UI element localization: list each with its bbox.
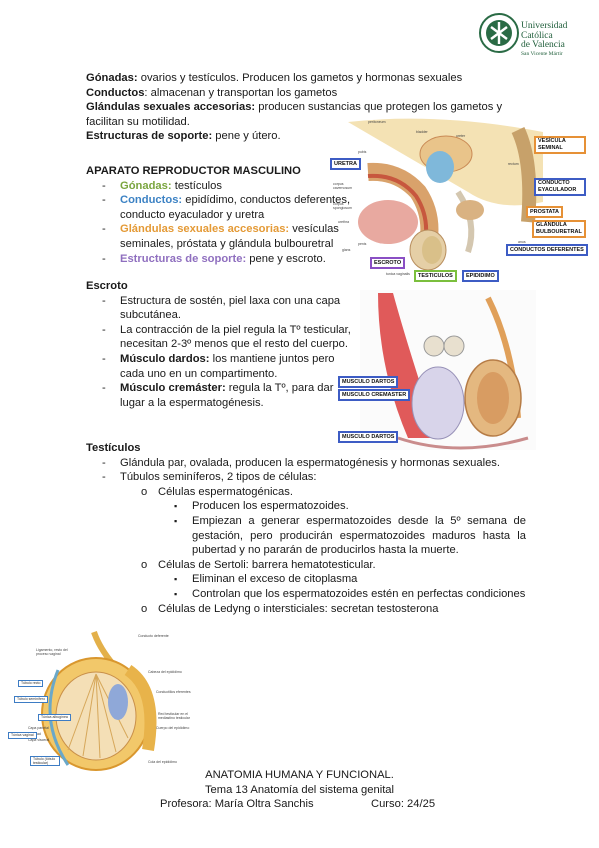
list-item: Glándulas sexuales accesorias: vesículas… bbox=[86, 222, 376, 251]
section-title: Escroto bbox=[86, 280, 128, 292]
box-tubulo-lobulo: Túbulo (lóbulo testicular) bbox=[30, 756, 60, 766]
label-urethra: urethra bbox=[338, 220, 350, 224]
masculino-list: Gónadas: testículos Conductos: epidídimo… bbox=[86, 179, 376, 267]
footer-curso: Curso: 24/25 bbox=[371, 798, 436, 811]
university-name: Universidad Católica de Valencia San Vic… bbox=[521, 21, 568, 58]
intro-gonadas: Gónadas: ovarios y testículos. Producen … bbox=[86, 72, 463, 84]
logo-line: de Valencia bbox=[521, 40, 565, 50]
list-item: Glándula par, ovalada, producen la esper… bbox=[86, 456, 526, 471]
label-epididimo: EPIDIDIMO bbox=[462, 270, 499, 282]
list-item: Músculo dardos: los mantiene juntos pero… bbox=[86, 352, 351, 381]
box-tunica-vaginal: Túnica vaginal bbox=[8, 732, 37, 739]
box-tubulo-seminifero: Túbulo seminífero bbox=[14, 696, 49, 703]
list-item: Túbulos seminíferos, 2 tipos de células: bbox=[86, 470, 526, 485]
box-tubulo-recto: Túbulo recto bbox=[18, 680, 44, 687]
label-rectum: rectum bbox=[508, 162, 519, 166]
sub-sub-item: Controlan que los espermatozoides estén … bbox=[86, 587, 526, 602]
intro-estructuras: Estructuras de soporte: pene y útero. bbox=[86, 130, 281, 143]
label-conductillos-eferentes: Conductillos eferentes bbox=[156, 690, 191, 694]
label-ligamento: Ligamento, resto del proceso vaginal bbox=[36, 648, 68, 656]
label-capa-visceral: Capa visceral bbox=[28, 738, 50, 742]
scrotum-diagram: MUSCULO DARTOS MUSCULO CREMASTER MUSCULO… bbox=[338, 288, 588, 454]
list-item: Gónadas: testículos bbox=[86, 179, 376, 194]
list-item: Músculo cremáster: regula la Tº, para da… bbox=[86, 381, 351, 410]
label-glandula-bulbouretral: GLÁNDULA BULBOURETRAL bbox=[532, 220, 586, 238]
section-title: APARATO REPRODUCTOR MASCULINO bbox=[86, 165, 301, 177]
label-corpus-spongiosum: corpus spongiosum bbox=[333, 202, 352, 210]
footer-course: ANATOMIA HUMANA Y FUNCIONAL. bbox=[205, 769, 394, 781]
label-conductos-deferentes: CONDUCTOS DEFERENTES bbox=[506, 244, 588, 256]
footer-topic: Tema 13 Anatomía del sistema genital bbox=[204, 783, 395, 796]
testis-diagram: Conducto deferente Ligamento, resto del … bbox=[8, 630, 203, 772]
page-footer: ANATOMIA HUMANA Y FUNCIONAL. Tema 13 Ana… bbox=[0, 768, 599, 812]
sub-item: Células de Ledyng o intersticiales: secr… bbox=[86, 602, 526, 617]
escroto-list: Estructura de sostén, piel laxa con una … bbox=[86, 294, 351, 411]
list-item: La contracción de la piel regula la Tº t… bbox=[86, 323, 351, 352]
label-red-testicular: Red testicular en el mediastino testicul… bbox=[158, 712, 190, 720]
label-prostata: PROSTATA bbox=[526, 206, 564, 218]
label-capa-parietal: Capa parietal bbox=[28, 726, 49, 730]
sub-sub-item: Eliminan el exceso de citoplasma bbox=[86, 572, 526, 587]
logo-subline: San Vicente Mártir bbox=[521, 50, 563, 57]
footer-credits: Profesora: María Oltra Sanchis Curso: 24… bbox=[0, 797, 599, 812]
university-logo bbox=[478, 12, 588, 56]
list-item: Conductos: epidídimo, conductos deferent… bbox=[86, 193, 376, 222]
label-testiculos: TESTICULOS bbox=[414, 270, 457, 282]
masculino-section: APARATO REPRODUCTOR MASCULINO Gónadas: t… bbox=[86, 164, 376, 266]
sub-item: Células espermatogénicas. bbox=[86, 485, 526, 500]
box-tunica-albuginea: Túnica albugínea bbox=[38, 714, 71, 721]
label-tunica-vaginalis: tunica vaginalis bbox=[386, 272, 410, 276]
label-vesicula-seminal: VESÍCULA SEMINAL bbox=[534, 136, 586, 154]
testiculos-section: Testículos Glándula par, ovalada, produc… bbox=[86, 441, 526, 616]
sub-sub-item: Empiezan a generar espermatozoides desde… bbox=[86, 514, 526, 558]
testis-illustration bbox=[41, 630, 157, 771]
intro-block: Gónadas: ovarios y testículos. Producen … bbox=[86, 71, 526, 144]
label-bladder: bladder bbox=[416, 130, 428, 134]
label-cola-epididimo: Cola del epidídimo bbox=[148, 760, 177, 764]
escroto-section: Escroto Estructura de sostén, piel laxa … bbox=[86, 279, 351, 410]
section-title: Testículos bbox=[86, 442, 141, 454]
label-peritoneum: peritoneum bbox=[368, 120, 386, 124]
label-musculo-cremaster: MUSCULO CREMASTER bbox=[338, 389, 411, 401]
label-musculo-dartos-2: MUSCULO DARTOS bbox=[338, 431, 399, 443]
logo-line: Universidad bbox=[521, 21, 568, 31]
scrotum-illustration bbox=[360, 290, 536, 450]
label-glans: glans bbox=[342, 248, 351, 252]
logo-line: Católica bbox=[521, 30, 553, 41]
sagittal-illustration bbox=[348, 118, 543, 271]
sub-item: Células de Sertoli: barrera hematotestic… bbox=[86, 558, 526, 573]
label-musculo-dartos: MUSCULO DARTOS bbox=[338, 376, 399, 388]
sub-sub-item: Producen los espermatozoides. bbox=[86, 499, 526, 514]
label-cabeza-epididimo: Cabeza del epidídimo bbox=[148, 670, 182, 674]
list-item: Estructuras de soporte: pene y escroto. bbox=[86, 252, 376, 267]
sagittal-diagram: peritoneum bladder ureter pubis corpus c… bbox=[328, 112, 593, 282]
label-uretra: URETRA bbox=[330, 158, 361, 170]
intro-conductos: Conductos: almacenan y transportan los g… bbox=[86, 86, 338, 99]
testiculos-list: Glándula par, ovalada, producen la esper… bbox=[86, 456, 526, 485]
intro-glandulas: Glándulas sexuales accesorias: producen … bbox=[86, 101, 503, 128]
label-cuerpo-epididimo: Cuerpo del epidídimo bbox=[156, 726, 190, 730]
label-ureter: ureter bbox=[456, 134, 466, 138]
label-conducto-deferente: Conducto deferente bbox=[138, 634, 169, 638]
label-pubis: pubis bbox=[358, 150, 367, 154]
university-seal-icon bbox=[479, 13, 519, 53]
label-corpus-cavernosum: corpus cavernosum bbox=[333, 182, 353, 190]
label-escroto: ESCROTO bbox=[370, 257, 406, 269]
label-anus: anus bbox=[518, 240, 526, 244]
list-item: Estructura de sostén, piel laxa con una … bbox=[86, 294, 351, 323]
footer-professor: Profesora: María Oltra Sanchis bbox=[160, 798, 314, 811]
label-conducto-eyaculador: CONDUCTO EYACULADOR bbox=[534, 178, 586, 196]
label-penis: penis bbox=[358, 242, 367, 246]
